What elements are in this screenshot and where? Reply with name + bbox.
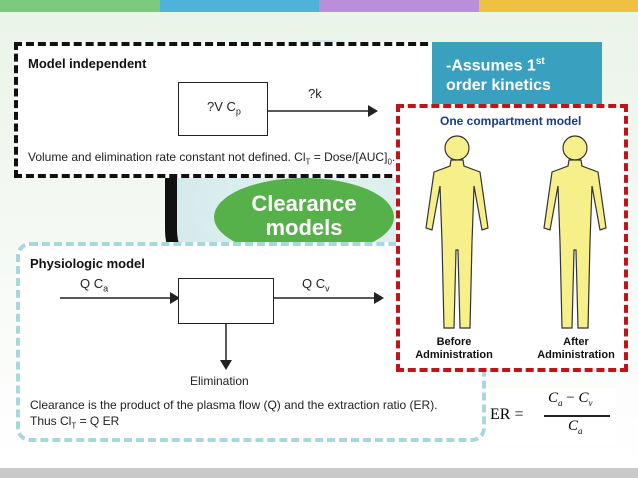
compartment-title: One compartment model (440, 114, 582, 128)
before-line1: Before (436, 336, 472, 348)
er-fraction-bar (544, 415, 610, 417)
er-numerator: Ca − Cv (548, 390, 593, 408)
model-independent-card: Model independent ?V Cp ?k Volume and el… (14, 42, 440, 178)
kinetics-sup: st (535, 56, 545, 67)
inflow-arrow-icon (60, 292, 180, 304)
er-den: C (568, 418, 579, 434)
before-line2: Administration (415, 349, 493, 361)
er-num-op: − (562, 390, 579, 406)
bottom-bar (0, 468, 638, 478)
top-color-bar (0, 0, 638, 12)
caption-sub: T (305, 157, 311, 167)
top-bar-segment-blue (159, 0, 319, 12)
kinetics-line1: -Assumes 1st (446, 52, 596, 76)
body-after-icon (543, 135, 607, 329)
caption-end: . (391, 150, 396, 164)
er-lhs: ER = (490, 406, 524, 423)
inflow-label-text: Q C (80, 276, 104, 291)
top-bar-segment-yellow (478, 0, 638, 12)
after-line2: Administration (537, 349, 615, 361)
er-num-a-sub: a (558, 398, 563, 408)
before-label: Before Administration (406, 336, 502, 362)
body-before-icon (425, 135, 489, 329)
organ-box (178, 278, 274, 324)
outflow-label-sub: v (325, 283, 330, 294)
kinetics-callout: -Assumes 1st order kinetics (432, 42, 602, 104)
volume-box-text: ?V C (207, 99, 236, 114)
top-bar-segment-purple (319, 0, 479, 12)
model-independent-title: Model independent (28, 56, 147, 71)
volume-box-label: ?V Cp (207, 99, 241, 117)
extraction-ratio-formula: ER = Ca − Cv Ca (486, 388, 616, 446)
after-label: After Administration (528, 336, 624, 362)
elimination-down-arrow-icon (220, 324, 232, 370)
model-independent-caption: Volume and elimination rate constant not… (28, 150, 395, 166)
outflow-label: Q Cv (302, 276, 330, 294)
kinetics-line2: order kinetics (446, 77, 551, 95)
er-num-b: C (578, 390, 589, 406)
elimination-arrow-icon (268, 105, 378, 117)
one-compartment-panel: One compartment model Before Administrat… (396, 104, 628, 372)
rate-constant-label: ?k (308, 86, 322, 101)
er-denominator: Ca (568, 418, 583, 436)
caption2-a: Thus Cl (30, 414, 72, 428)
caption-sub2: 0 (387, 157, 392, 167)
er-num-a: C (548, 390, 559, 406)
caption2-sub: T (71, 421, 77, 431)
after-line1: After (563, 336, 589, 348)
er-num-b-sub: v (588, 398, 593, 408)
er-den-sub: a (578, 426, 583, 436)
caption-text: Volume and elimination rate constant not… (28, 150, 306, 164)
caption2-b: = Q ER (76, 414, 120, 428)
volume-box-sub: p (235, 106, 241, 117)
inflow-label: Q Ca (80, 276, 108, 294)
elimination-label: Elimination (190, 374, 249, 388)
inflow-label-sub: a (103, 283, 109, 294)
outflow-label-text: Q C (302, 276, 326, 291)
outflow-arrow-icon (274, 292, 384, 304)
kinetics-line1-text: -Assumes 1 (446, 57, 536, 75)
top-bar-segment-green (0, 0, 160, 12)
physiologic-caption-line2: Thus ClT = Q ER (30, 414, 119, 430)
physiologic-caption-line1: Clearance is the product of the plasma f… (30, 398, 438, 412)
volume-box: ?V Cp (178, 82, 268, 136)
caption-rest: = Dose/[AUC] (310, 150, 388, 164)
physiologic-model-title: Physiologic model (30, 256, 145, 271)
